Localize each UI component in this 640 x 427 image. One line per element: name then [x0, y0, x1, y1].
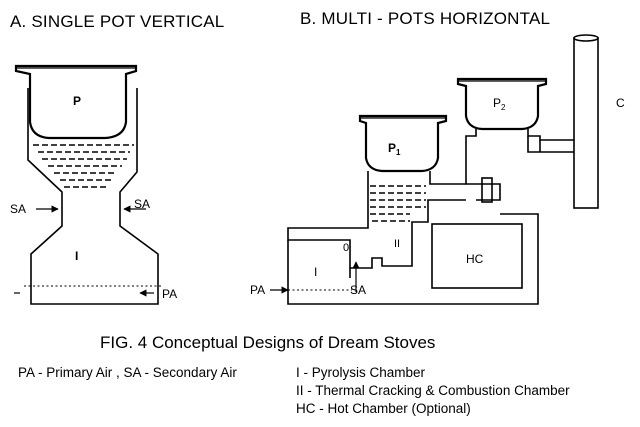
figure-caption: FIG. 4 Conceptual Designs of Dream Stove… — [100, 333, 436, 352]
label-single-chamber: I — [75, 249, 78, 263]
multi-water-dashes — [370, 185, 426, 222]
title-multi-pots-horizontal: B. MULTI - POTS HORIZONTAL — [300, 9, 551, 28]
single-water-dashes — [33, 144, 134, 188]
single-pot-stove — [14, 64, 162, 305]
label-chamber-1: I — [314, 265, 317, 279]
legend-air: PA - Primary Air , SA - Secondary Air — [18, 365, 237, 380]
pot-2 — [456, 77, 548, 131]
legend-pyrolysis: I - Pyrolysis Chamber — [296, 365, 426, 380]
pot-1 — [358, 114, 448, 173]
label-single-pot: P — [73, 94, 81, 108]
chamber-1 — [287, 213, 539, 305]
hot-chamber — [431, 223, 523, 289]
single-stove-body — [27, 88, 159, 305]
label-zero: 0 — [343, 242, 349, 254]
label-multi-sa: SA — [350, 283, 366, 297]
legend-hot-chamber: HC - Hot Chamber (Optional) — [296, 401, 471, 416]
inner-vent — [481, 177, 493, 203]
label-single-sa-right: SA — [134, 197, 150, 211]
multi-pot-stove — [270, 34, 599, 305]
legend-thermal-cracking: II - Thermal Cracking & Combustion Chamb… — [296, 383, 570, 398]
title-single-pot-vertical: A. SINGLE POT VERTICAL — [10, 12, 225, 31]
label-chimney: C — [616, 96, 625, 110]
label-single-sa-left: SA — [10, 202, 26, 216]
label-pot-2: P2 — [493, 96, 506, 112]
single-pot — [14, 64, 138, 140]
label-single-pa: PA — [162, 287, 177, 301]
label-hot-chamber: HC — [466, 252, 484, 266]
label-pot-1: P1 — [388, 141, 401, 157]
label-multi-pa: PA — [250, 283, 265, 297]
label-chamber-2: II — [394, 238, 400, 250]
chimney — [573, 37, 599, 209]
